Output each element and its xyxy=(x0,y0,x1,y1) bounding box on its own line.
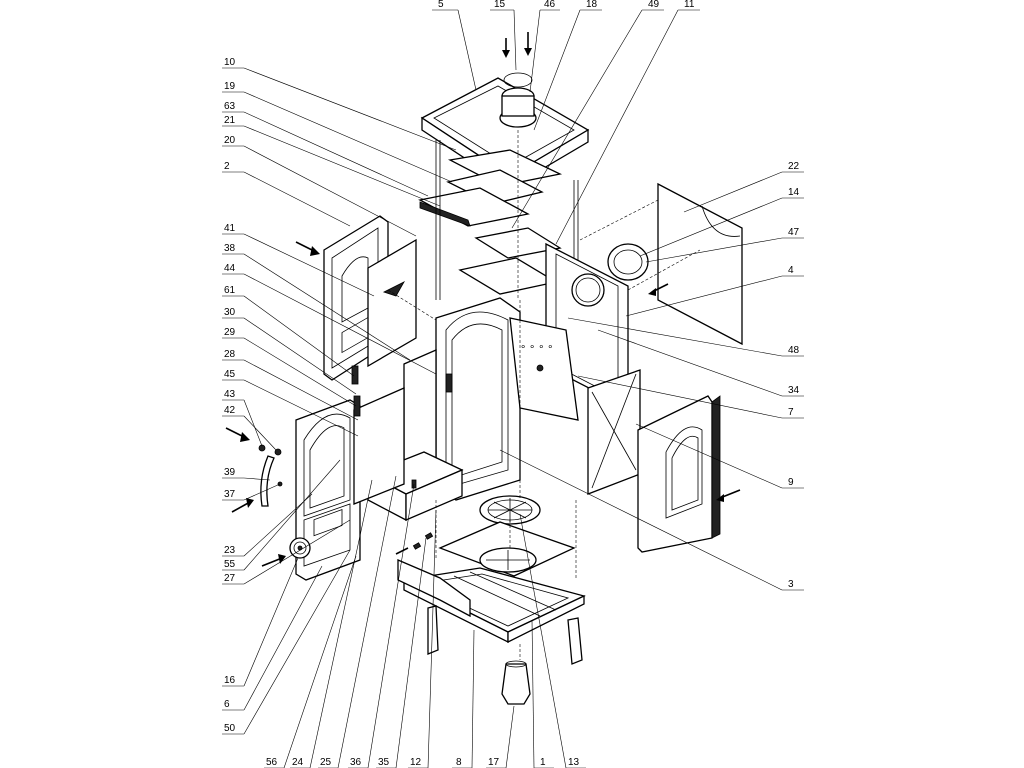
part-label-27: 27 xyxy=(224,573,236,584)
flue-ring xyxy=(607,243,649,281)
part-label-11: 11 xyxy=(684,0,695,10)
part-label-4: 4 xyxy=(788,265,794,276)
part-label-35: 35 xyxy=(378,757,390,768)
part-label-44: 44 xyxy=(224,263,236,274)
logo-plate-text: ∘ ∘ ∘ ∘ xyxy=(520,342,553,372)
right-inner-panel xyxy=(587,369,641,495)
part-label-50: 50 xyxy=(224,723,236,734)
door-handle xyxy=(260,455,275,507)
part-label-7: 7 xyxy=(788,407,794,418)
part-label-6: 6 xyxy=(224,699,230,710)
part-label-24: 24 xyxy=(292,757,304,768)
part-label-47: 47 xyxy=(788,227,800,238)
part-label-46: 46 xyxy=(544,0,556,10)
front-door xyxy=(295,399,361,581)
air-control-knob xyxy=(289,537,311,559)
part-label-42: 42 xyxy=(224,405,236,416)
part-label-20: 20 xyxy=(224,135,236,146)
part-label-13: 13 xyxy=(568,757,580,768)
assembly-arrows xyxy=(225,32,741,567)
door-glass-panel xyxy=(353,387,405,505)
part-label-12: 12 xyxy=(410,757,422,768)
ember-tray xyxy=(397,559,471,618)
part-label-22: 22 xyxy=(788,161,800,172)
part-label-34: 34 xyxy=(788,385,800,396)
round-grate-top xyxy=(479,495,541,525)
part-label-30: 30 xyxy=(224,307,236,318)
part-label-9: 9 xyxy=(788,477,794,488)
grate-frame xyxy=(438,521,576,577)
part-label-43: 43 xyxy=(224,389,236,400)
right-side-panel xyxy=(637,395,721,553)
svg-text:∘ ∘ ∘ ∘: ∘ ∘ ∘ ∘ xyxy=(520,342,553,353)
screw xyxy=(258,444,266,452)
part-label-36: 36 xyxy=(350,757,362,768)
part-label-38: 38 xyxy=(224,243,236,254)
part-labels: 5 15 46 18 49 11 10 19 63 21 20 2 41 38 … xyxy=(224,0,800,768)
inner-rear-plate xyxy=(509,317,579,421)
part-label-56: 56 xyxy=(266,757,278,768)
part-label-14: 14 xyxy=(788,187,800,198)
part-label-15: 15 xyxy=(494,0,506,10)
left-side-panel xyxy=(323,215,417,381)
part-label-1: 1 xyxy=(540,757,546,768)
part-label-63: 63 xyxy=(224,101,236,112)
part-label-29: 29 xyxy=(224,327,236,338)
part-label-39: 39 xyxy=(224,467,236,478)
part-label-55: 55 xyxy=(224,559,236,570)
stove-legs xyxy=(427,605,583,705)
part-label-28: 28 xyxy=(224,349,236,360)
part-label-37: 37 xyxy=(224,489,236,500)
part-label-16: 16 xyxy=(224,675,236,686)
part-label-25: 25 xyxy=(320,757,332,768)
leader-lines xyxy=(222,9,804,768)
part-label-49: 49 xyxy=(648,0,660,10)
part-label-41: 41 xyxy=(224,223,236,234)
part-label-8: 8 xyxy=(456,757,462,768)
part-label-2: 2 xyxy=(224,161,230,172)
upper-baffles xyxy=(418,149,563,295)
part-label-10: 10 xyxy=(224,57,236,68)
part-label-23: 23 xyxy=(224,545,236,556)
part-label-21: 21 xyxy=(224,115,236,126)
part-label-19: 19 xyxy=(224,81,236,92)
back-heat-shield xyxy=(657,182,743,346)
part-label-48: 48 xyxy=(788,345,800,356)
part-label-61: 61 xyxy=(224,285,236,296)
part-label-5: 5 xyxy=(438,0,444,10)
part-label-45: 45 xyxy=(224,369,236,380)
part-label-3: 3 xyxy=(788,579,794,590)
part-label-18: 18 xyxy=(586,0,598,10)
part-label-17: 17 xyxy=(488,757,500,768)
firebox-front xyxy=(435,297,521,501)
